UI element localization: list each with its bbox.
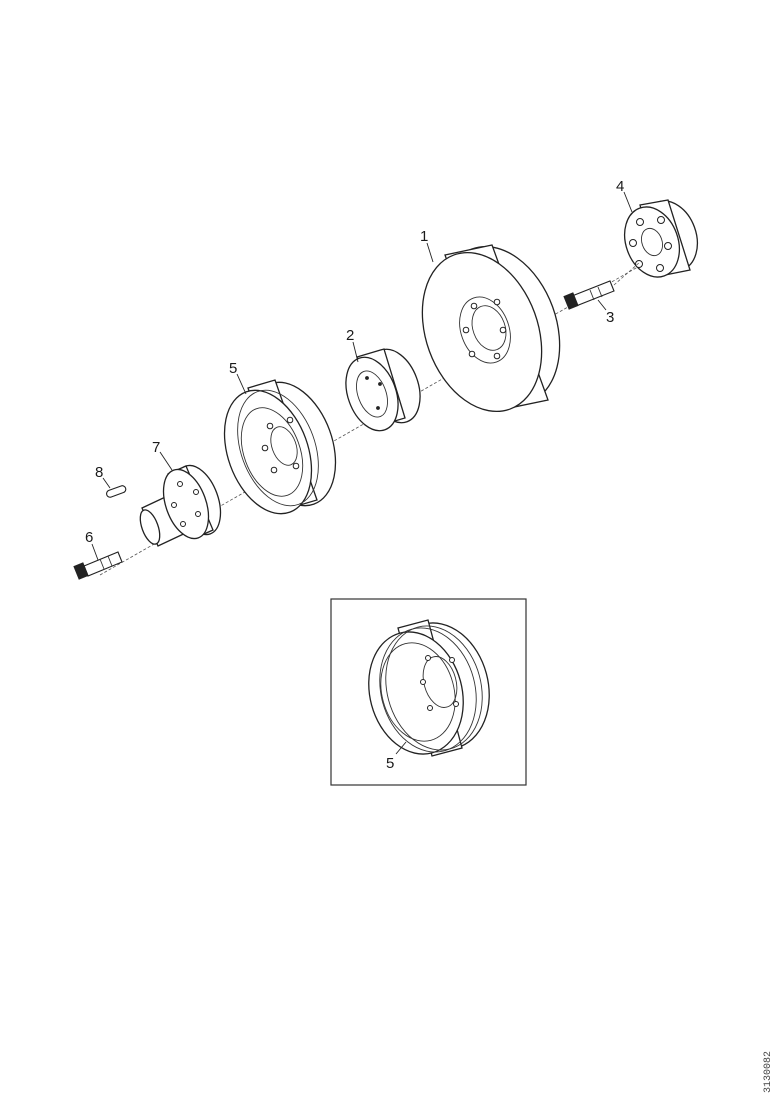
document-id: 3130082: [763, 1051, 774, 1093]
part-5-pulley: [223, 379, 337, 515]
part-1-flywheel: [421, 244, 561, 413]
part-4-coupling-hub: [623, 199, 699, 278]
callout-1: 1: [420, 228, 428, 245]
part-3-bolt: [563, 261, 641, 310]
inset-detail: 5: [330, 598, 527, 786]
callout-5: 5: [229, 360, 237, 377]
callout-8: 8: [95, 464, 103, 481]
callout-leaders: [91, 191, 633, 561]
part-6-bolt: [73, 551, 123, 580]
part-8-key: [106, 485, 127, 498]
callout-4: 4: [616, 178, 624, 195]
callout-3: 3: [606, 309, 614, 326]
part-7-flange-shaft: [139, 464, 222, 547]
callout-6: 6: [85, 529, 93, 546]
callout-5-inset: 5: [386, 755, 394, 772]
part-2-spacer-ring: [345, 348, 421, 432]
callout-2: 2: [346, 327, 354, 344]
callout-7: 7: [152, 439, 160, 456]
